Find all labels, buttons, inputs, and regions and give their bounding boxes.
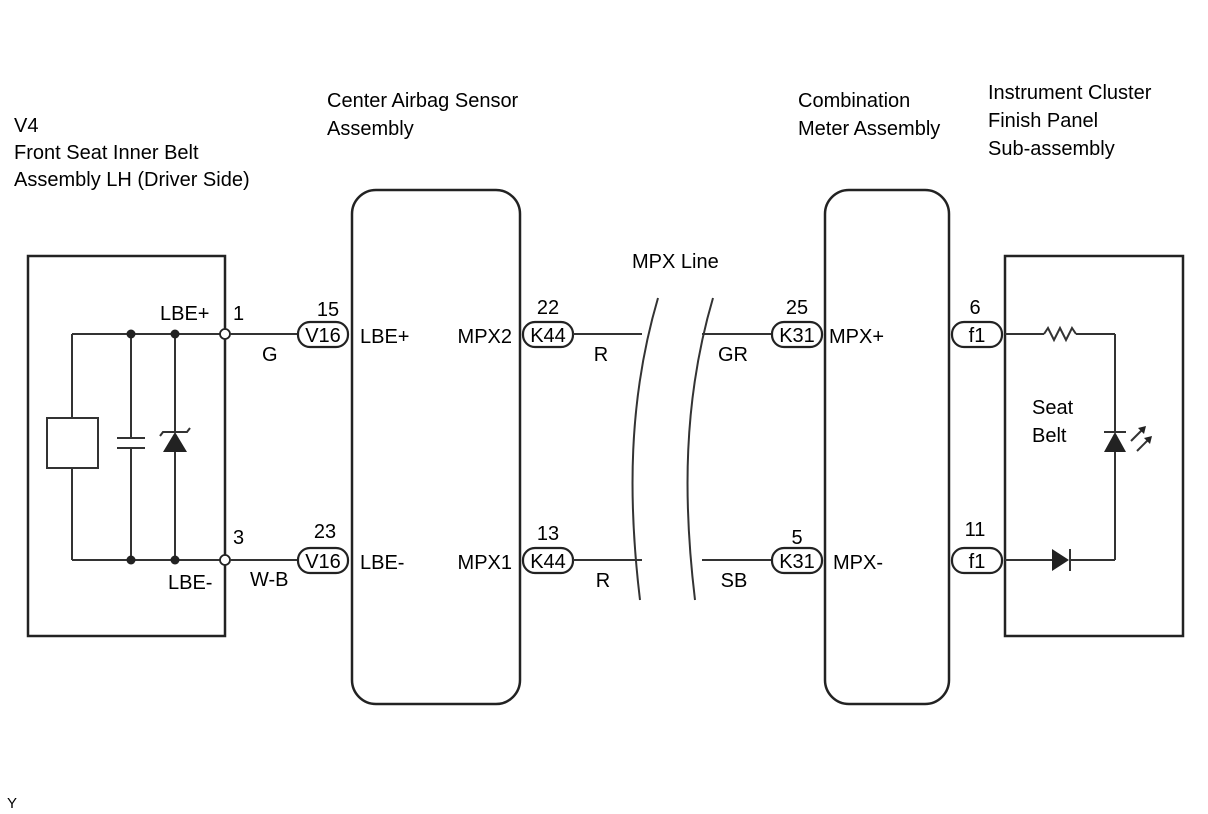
- zener-diode-icon: [163, 432, 187, 452]
- seat-belt-name-1: Front Seat Inner Belt: [14, 142, 199, 164]
- instrument-panel-name-3: Sub-assembly: [988, 138, 1115, 160]
- wire-color-r-top: R: [594, 344, 608, 366]
- indicator-label-belt: Belt: [1032, 425, 1067, 447]
- pin-label-lbe-plus: LBE+: [160, 303, 209, 325]
- diode-icon: [1052, 549, 1069, 571]
- connector-f1-top-pin: 6: [969, 297, 980, 319]
- airbag-sensor-name-2: Assembly: [327, 118, 414, 140]
- connector-f1-bottom: [950, 546, 1004, 575]
- sensor-pin-mpx1: MPX1: [458, 552, 512, 574]
- airbag-sensor-name-1: Center Airbag Sensor: [327, 90, 519, 112]
- indicator-label-seat: Seat: [1032, 397, 1074, 419]
- combination-meter-name-2: Meter Assembly: [798, 118, 940, 140]
- connector-v16-top: [296, 320, 350, 349]
- connector-k31-top: [770, 320, 824, 349]
- mpx-line-label: MPX Line: [632, 251, 719, 273]
- connector-k31-bottom-pin: 5: [791, 527, 802, 549]
- terminal-lbe-plus-icon: [219, 328, 231, 340]
- terminal-lbe-minus-icon: [219, 554, 231, 566]
- mpx-break-right-icon: [686, 297, 714, 601]
- seat-belt-box: [26, 254, 227, 638]
- led-icon: [1104, 432, 1126, 452]
- instrument-panel-name-2: Finish Panel: [988, 110, 1098, 132]
- pin-label-lbe-minus: LBE-: [168, 572, 212, 594]
- combination-meter-box: [823, 188, 951, 706]
- connector-k44-bottom-code: K44: [530, 551, 566, 573]
- resistor-icon: [1043, 325, 1077, 343]
- footer-code: Y: [7, 795, 17, 812]
- pin-number-1: 1: [233, 303, 244, 325]
- instrument-panel-name-1: Instrument Cluster: [988, 82, 1152, 104]
- connector-v16-bottom-pin: 23: [314, 521, 336, 543]
- instrument-panel-box: [1003, 254, 1185, 638]
- airbag-sensor-box: [350, 188, 522, 706]
- connector-f1-top: [950, 320, 1004, 349]
- connector-k44-top-code: K44: [530, 325, 566, 347]
- sensor-pin-mpx2: MPX2: [458, 326, 512, 348]
- connector-f1-top-code: f1: [969, 325, 986, 347]
- connector-v16-bottom: [296, 546, 350, 575]
- wire-color-g: G: [262, 344, 278, 366]
- connector-k31-bottom: [770, 546, 824, 575]
- connector-v16-top-code: V16: [305, 325, 341, 347]
- connector-k31-top-code: K31: [779, 325, 815, 347]
- connector-v16-top-pin: 15: [317, 299, 339, 321]
- connector-k44-bottom-pin: 13: [537, 523, 559, 545]
- meter-pin-mpx-minus: MPX-: [833, 552, 883, 574]
- connector-f1-bottom-pin: 11: [965, 519, 986, 541]
- mpx-break-left-icon: [631, 297, 659, 601]
- connector-f1-bottom-code: f1: [969, 551, 986, 573]
- pin-number-3: 3: [233, 527, 244, 549]
- instrument-panel-internal-circuit: [1005, 325, 1152, 571]
- connector-k31-bottom-code: K31: [779, 551, 815, 573]
- switch-block-icon: [46, 417, 99, 469]
- wire-color-sb: SB: [721, 570, 748, 592]
- connector-k31-top-pin: 25: [786, 297, 808, 319]
- wire-color-w-b: W-B: [250, 569, 289, 591]
- seat-belt-internal-circuit: [46, 329, 225, 565]
- seat-belt-name-2: Assembly LH (Driver Side): [14, 169, 250, 191]
- combination-meter-name-1: Combination: [798, 90, 910, 112]
- sensor-pin-lbe-minus: LBE-: [360, 552, 404, 574]
- wire-color-gr: GR: [718, 344, 748, 366]
- sensor-pin-lbe-plus: LBE+: [360, 326, 409, 348]
- wire-color-r-bottom: R: [596, 570, 610, 592]
- connector-k44-top-pin: 22: [537, 297, 559, 319]
- connector-v16-bottom-code: V16: [305, 551, 341, 573]
- meter-pin-mpx-plus: MPX+: [829, 326, 884, 348]
- seat-belt-code: V4: [14, 115, 38, 137]
